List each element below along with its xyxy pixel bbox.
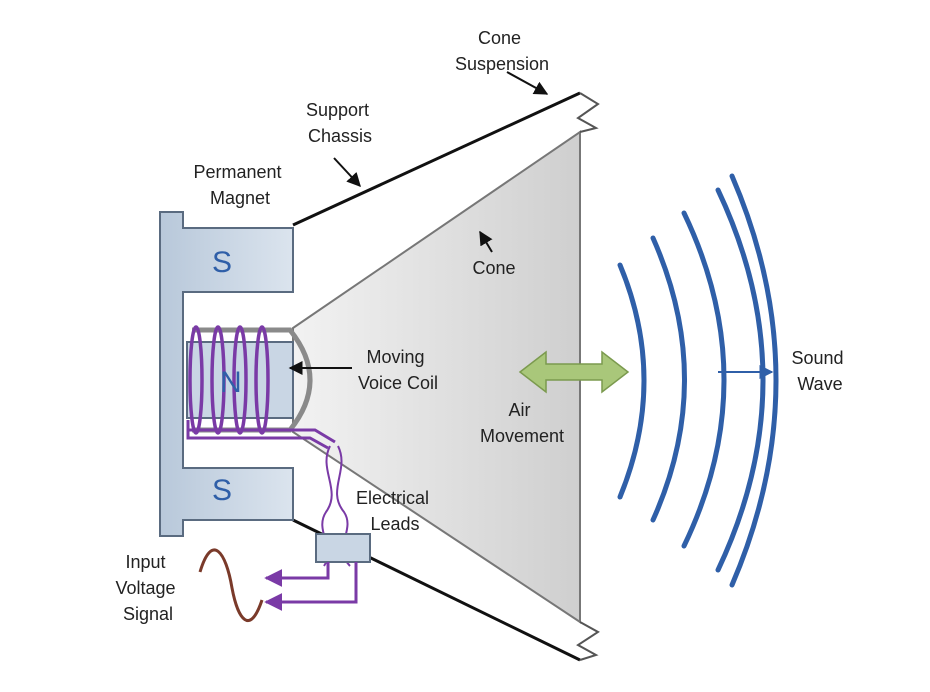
pointer-cone-suspension [506, 71, 549, 95]
cone-suspension-top [576, 92, 600, 133]
signal-lead-upper [264, 562, 330, 587]
terminal-block [315, 533, 371, 563]
label-support-chassis: Support Chassis [306, 100, 374, 146]
support-chassis-top [292, 91, 581, 227]
voice-coil-windings [188, 325, 270, 435]
pole-top: S [212, 246, 232, 279]
pointer-cone [479, 230, 493, 253]
label-electrical-leads: Electrical Leads [356, 488, 434, 534]
voice-coil-former [192, 327, 313, 433]
label-moving-voice-coil: Moving Voice Coil [358, 347, 438, 393]
label-permanent-magnet: Permanent Magnet [193, 162, 286, 208]
center-pole [186, 341, 294, 419]
cone-suspension-bottom [576, 621, 600, 661]
label-sound-wave: Sound Wave [791, 348, 848, 394]
pole-bottom: S [212, 474, 232, 507]
permanent-magnet [159, 211, 294, 537]
coil-lead-lower [186, 430, 329, 450]
signal-lead-lower [264, 562, 358, 611]
pole-center: N [220, 366, 242, 399]
sine-wave-icon [198, 548, 264, 623]
pointer-support-chassis [333, 157, 361, 188]
label-cone: Cone [472, 258, 515, 278]
sound-waves [617, 173, 779, 588]
label-air-movement: Air Movement [480, 400, 564, 446]
label-input-voltage-signal: Input Voltage Signal [115, 552, 180, 624]
coil-lead-upper [186, 420, 336, 444]
label-cone-suspension: Cone Suspension [455, 28, 549, 74]
double-arrow-icon [518, 350, 630, 394]
